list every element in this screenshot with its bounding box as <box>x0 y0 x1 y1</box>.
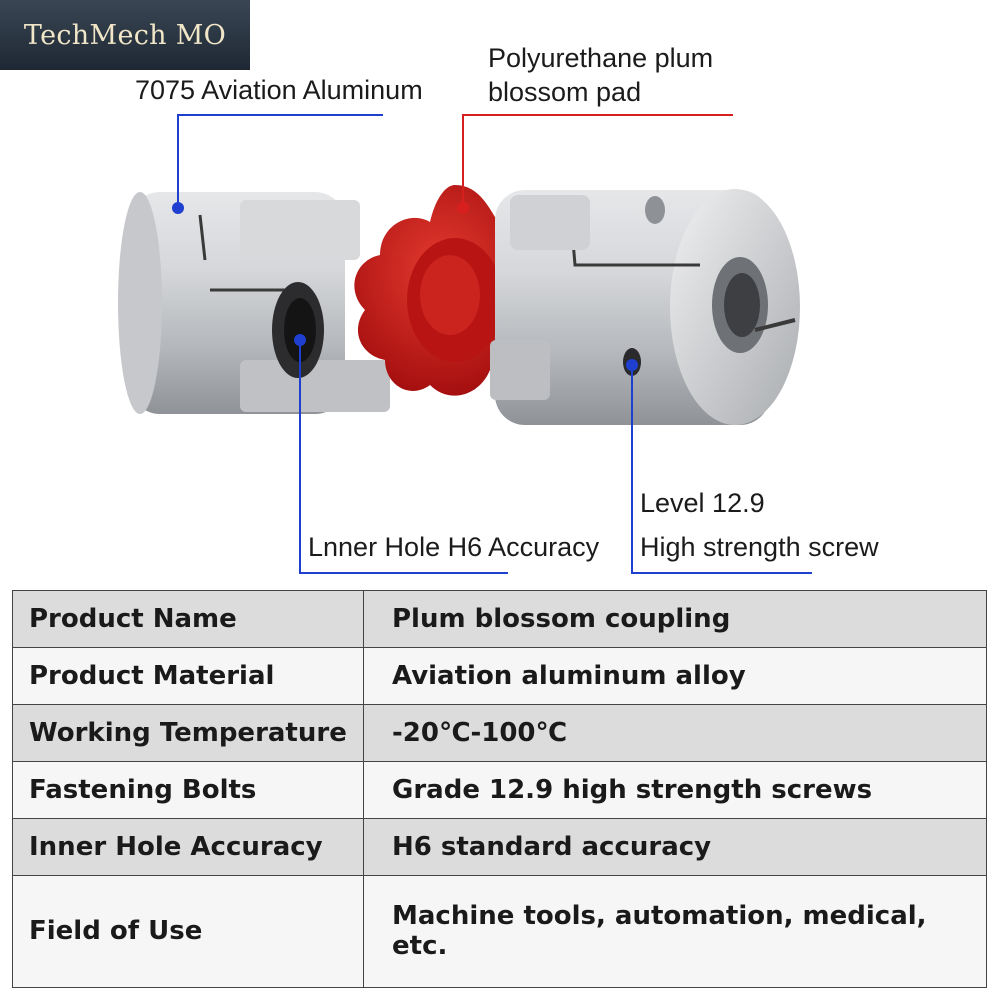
spec-label: Field of Use <box>12 874 364 989</box>
table-row: Product Material Aviation aluminum alloy <box>12 646 987 705</box>
table-row: Inner Hole Accuracy H6 standard accuracy <box>12 817 987 876</box>
material-callout: 7075 Aviation Aluminum <box>135 75 423 105</box>
spec-table: Product Name Plum blossom coupling Produ… <box>12 590 987 989</box>
spec-value: Aviation aluminum alloy <box>363 646 987 705</box>
spec-value: Machine tools, automation, medical, etc. <box>363 874 987 989</box>
callout-lines <box>172 114 812 574</box>
spec-value: H6 standard accuracy <box>363 817 987 876</box>
brand-watermark: TechMech MO <box>0 0 250 70</box>
table-row: Working Temperature -20℃-100℃ <box>12 703 987 762</box>
spec-label: Inner Hole Accuracy <box>12 817 364 876</box>
spec-value: Grade 12.9 high strength screws <box>363 760 987 819</box>
hole-accuracy-callout: Lnner Hole H6 Accuracy <box>308 532 600 562</box>
spec-label: Working Temperature <box>12 703 364 762</box>
table-row: Field of Use Machine tools, automation, … <box>12 874 987 989</box>
table-row: Product Name Plum blossom coupling <box>12 590 987 648</box>
pad-callout-line1: Polyurethane plum <box>488 43 714 73</box>
spec-value: Plum blossom coupling <box>363 590 987 648</box>
pad-callout-line2: blossom pad <box>488 77 642 107</box>
screw-callout-line2: High strength screw <box>640 532 879 562</box>
spec-value: -20℃-100℃ <box>363 703 987 762</box>
table-row: Fastening Bolts Grade 12.9 high strength… <box>12 760 987 819</box>
spec-label: Product Name <box>12 590 364 648</box>
spec-label: Fastening Bolts <box>12 760 364 819</box>
left-hub <box>118 192 390 414</box>
right-hub <box>490 189 800 425</box>
coupling-illustration <box>118 114 812 574</box>
spec-label: Product Material <box>12 646 364 705</box>
screw-callout-line1: Level 12.9 <box>640 488 765 518</box>
